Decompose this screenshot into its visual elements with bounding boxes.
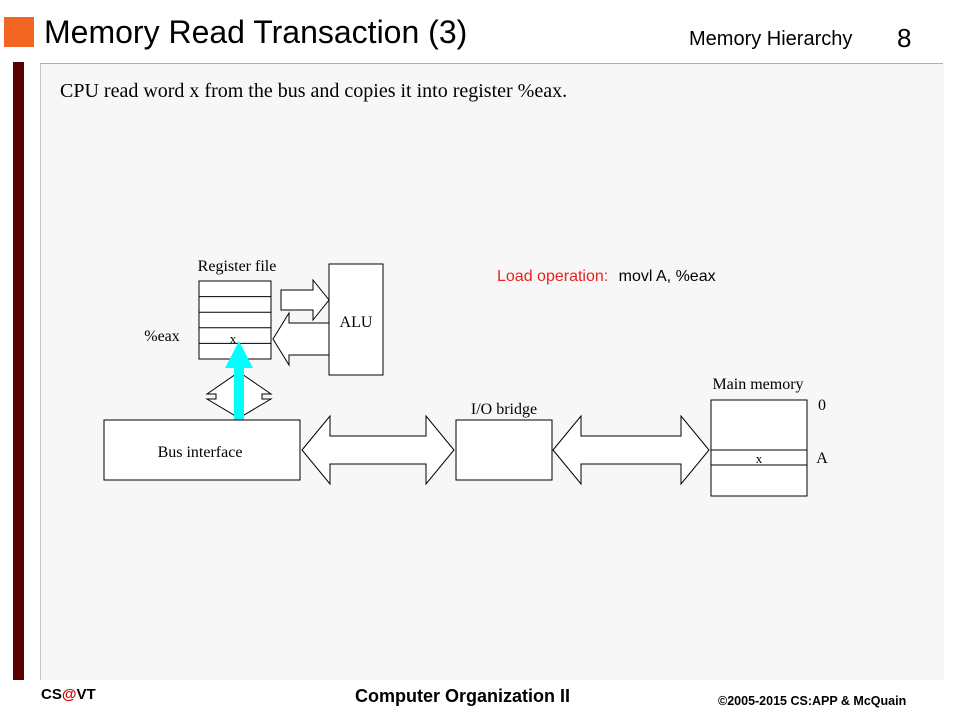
top-divider	[40, 63, 943, 64]
memory-address-zero: 0	[818, 397, 826, 414]
register-file	[198, 280, 272, 360]
system-bus-arrow	[301, 414, 455, 486]
io-bridge-box	[455, 419, 553, 481]
eax-label: %eax	[144, 328, 180, 345]
memory-bus-arrow	[552, 414, 710, 486]
main-memory-label: Main memory	[712, 376, 803, 393]
memory-value: x	[756, 451, 763, 466]
body-text: CPU read word x from the bus and copies …	[60, 80, 568, 102]
footer-vt: VT	[76, 686, 96, 703]
register-value: x	[230, 331, 237, 346]
load-operation-code: movl A, %eax	[619, 268, 716, 285]
alu-box	[328, 263, 384, 376]
slide-title: Memory Read Transaction (3)	[44, 14, 468, 50]
highlight-up-arrow	[225, 341, 253, 423]
content-panel	[40, 64, 944, 680]
left-arrow-to-register-file	[272, 311, 330, 367]
right-arrow-to-alu	[280, 278, 330, 322]
load-operation-text: Load operation: movl A, %eax	[497, 268, 716, 285]
page-number: 8	[897, 23, 912, 53]
load-operation-label: Load operation:	[497, 268, 608, 285]
register-file-label: Register file	[198, 258, 277, 275]
footer-at: @	[61, 686, 77, 703]
footer-cs: CS	[41, 686, 62, 703]
bus-interface-box	[103, 419, 301, 481]
title-accent-square	[4, 17, 34, 47]
io-bridge-label: I/O bridge	[471, 401, 537, 418]
memory-address-a: A	[816, 450, 828, 467]
left-accent-bar	[13, 62, 24, 680]
section-title: Memory Hierarchy	[689, 28, 853, 50]
footer-cs-vt: CS@VT	[41, 686, 96, 703]
alu-label: ALU	[340, 314, 373, 331]
main-memory-box	[710, 399, 808, 497]
footer-copyright: ©2005-2015 CS:APP & McQuain	[718, 694, 907, 708]
bus-interface-label: Bus interface	[158, 444, 243, 461]
footer-course-title: Computer Organization II	[355, 686, 571, 706]
